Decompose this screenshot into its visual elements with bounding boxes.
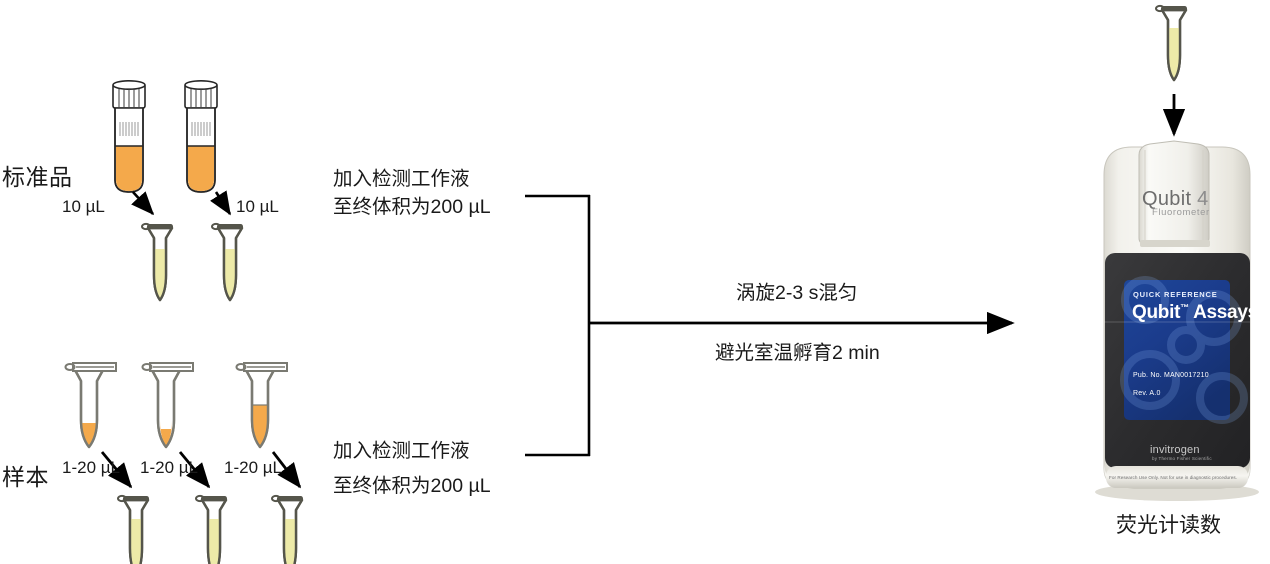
instrument-model: 4 xyxy=(1197,188,1209,210)
standard-vial-1 xyxy=(112,80,146,193)
standard-assay-tube-1 xyxy=(141,222,174,302)
row-label-samples: 样本 xyxy=(2,464,49,490)
screen-title-rest: Assays xyxy=(1193,302,1258,323)
screen-title-tm: ™ xyxy=(1180,302,1189,313)
transfer-arrow-sample-3 xyxy=(271,451,302,489)
samples-assay-step-line1: 加入检测工作液 xyxy=(333,440,470,462)
sample-volume-label-3: 1-20 µL xyxy=(224,458,282,477)
transfer-arrow-sample-1 xyxy=(100,451,133,489)
standards-assay-step-line2: 至终体积为200 µL xyxy=(333,196,491,218)
invitrogen-logo: invitrogen xyxy=(1150,444,1200,456)
sample-volume-label-1: 1-20 µL xyxy=(62,458,120,477)
process-label-below: 避光室温孵育2 min xyxy=(715,342,880,364)
row-label-standards: 标准品 xyxy=(2,164,73,190)
result-caption: 荧光计读数 xyxy=(1116,514,1221,537)
loaded-assay-tube xyxy=(1155,4,1188,82)
sample-assay-tube-3 xyxy=(271,494,304,564)
qubit-fluorometer xyxy=(1095,140,1259,501)
sample-source-tube-2 xyxy=(141,362,194,449)
instrument-disclaimer: For Research Use Only. Not for use in di… xyxy=(1109,475,1238,480)
sample-source-tube-3 xyxy=(235,362,288,449)
sample-assay-tube-1 xyxy=(117,494,150,564)
samples-assay-step-line2: 至终体积为200 µL xyxy=(333,475,491,497)
standard-vial-2 xyxy=(184,80,218,193)
standard-volume-label-2: 10 µL xyxy=(236,197,279,216)
screen-pub-no: Pub. No. MAN0017210 xyxy=(1133,372,1209,379)
standard-volume-label-1: 10 µL xyxy=(62,197,105,216)
process-label-above: 涡旋2-3 s混匀 xyxy=(736,282,858,304)
screen-title: Qubit™ Assays xyxy=(1132,300,1258,326)
standard-assay-tube-2 xyxy=(211,222,244,302)
screen-eyebrow: QUICK REFERENCE xyxy=(1133,290,1218,299)
instrument-subbrand: Fluorometer xyxy=(1152,207,1210,218)
sample-source-tube-1 xyxy=(64,362,117,449)
sample-assay-tube-2 xyxy=(195,494,228,564)
merge-bracket xyxy=(525,194,591,457)
transfer-arrow-standard-2 xyxy=(210,190,232,216)
screen-rev: Rev. A.0 xyxy=(1133,390,1161,397)
instrument-brand: Qubit 4 xyxy=(1142,186,1209,213)
instrument-brand-name: Qubit xyxy=(1142,188,1192,210)
screen-title-main: Qubit xyxy=(1132,302,1181,323)
transfer-arrow-sample-2 xyxy=(178,451,211,489)
sample-volume-label-2: 1-20 µL xyxy=(140,458,198,477)
standards-assay-step-line1: 加入检测工作液 xyxy=(333,168,470,190)
transfer-arrow-standard-1 xyxy=(131,191,155,216)
invitrogen-logo-sub: by Thermo Fisher Scientific xyxy=(1152,456,1212,461)
